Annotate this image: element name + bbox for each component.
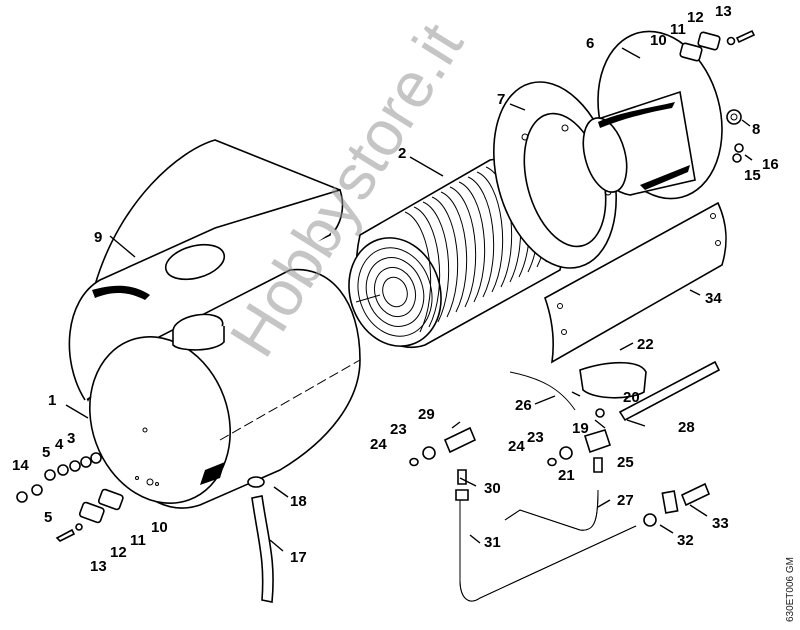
coil-rib (476, 171, 504, 293)
coil-rib (422, 201, 450, 323)
part-hose[interactable] (247, 476, 274, 603)
callout-30: 30 (484, 480, 501, 497)
callout-2: 2 (398, 145, 406, 162)
coil-rib (440, 191, 468, 313)
callout-14: 14 (12, 457, 29, 474)
part-tank-body[interactable] (67, 268, 361, 524)
callout-20: 20 (623, 389, 640, 406)
callout-15: 15 (744, 167, 761, 184)
callout-27: 27 (617, 492, 634, 509)
callout-5a: 5 (42, 444, 50, 461)
callout-12a: 12 (687, 9, 704, 26)
coil-rib (467, 176, 495, 298)
coil-rib (458, 181, 486, 303)
callout-11a: 11 (670, 21, 686, 38)
callout-18: 18 (290, 493, 307, 510)
callout-23b: 23 (527, 429, 544, 446)
callout-6: 6 (586, 35, 594, 52)
part-nuts-right[interactable] (726, 109, 744, 163)
callout-34: 34 (705, 290, 722, 307)
callout-3: 3 (67, 430, 75, 447)
callout-1: 1 (48, 392, 56, 409)
callout-labels: 1 2 3 4 5 5 6 7 8 9 10 10 11 11 12 12 13… (12, 3, 779, 575)
part-fittings-left[interactable] (409, 426, 477, 501)
callout-25: 25 (617, 454, 634, 471)
callout-7: 7 (497, 91, 505, 108)
coil-rib (404, 211, 432, 333)
callout-16: 16 (762, 156, 779, 173)
part-washers-left[interactable] (16, 452, 102, 503)
callout-26: 26 (515, 397, 532, 414)
part-fittings-right[interactable] (509, 360, 721, 473)
callout-19: 19 (572, 420, 589, 437)
callout-23a: 23 (390, 421, 407, 438)
callout-10b: 10 (151, 519, 168, 536)
callout-5b: 5 (44, 509, 52, 526)
callout-11b: 11 (130, 532, 146, 549)
callout-22: 22 (637, 336, 654, 353)
callout-29: 29 (418, 406, 435, 423)
callout-21: 21 (558, 467, 575, 484)
callout-33: 33 (712, 515, 729, 532)
callout-24b: 24 (508, 438, 525, 455)
callout-4: 4 (55, 436, 64, 453)
part-pipes[interactable] (459, 482, 711, 602)
coil-rib (431, 196, 459, 318)
callout-31: 31 (484, 534, 501, 551)
callout-28: 28 (678, 419, 695, 436)
callout-9: 9 (94, 229, 102, 246)
coil-rib (449, 186, 477, 308)
part-plates-top[interactable] (679, 29, 756, 62)
callout-12b: 12 (110, 544, 127, 561)
leader-lines (65, 47, 753, 552)
callout-8: 8 (752, 121, 760, 138)
callout-13a: 13 (715, 3, 732, 20)
coil-rib (413, 206, 441, 328)
part-flange-housing[interactable] (576, 17, 740, 212)
callout-32: 32 (677, 532, 694, 549)
callout-24a: 24 (370, 436, 387, 453)
callout-10a: 10 (650, 32, 667, 49)
callout-17: 17 (290, 549, 307, 566)
part-plates-bottom[interactable] (55, 488, 124, 542)
part-shield-panel[interactable] (544, 201, 727, 364)
drawing-code: 630ET006 GM (785, 556, 796, 622)
callout-13b: 13 (90, 558, 107, 575)
